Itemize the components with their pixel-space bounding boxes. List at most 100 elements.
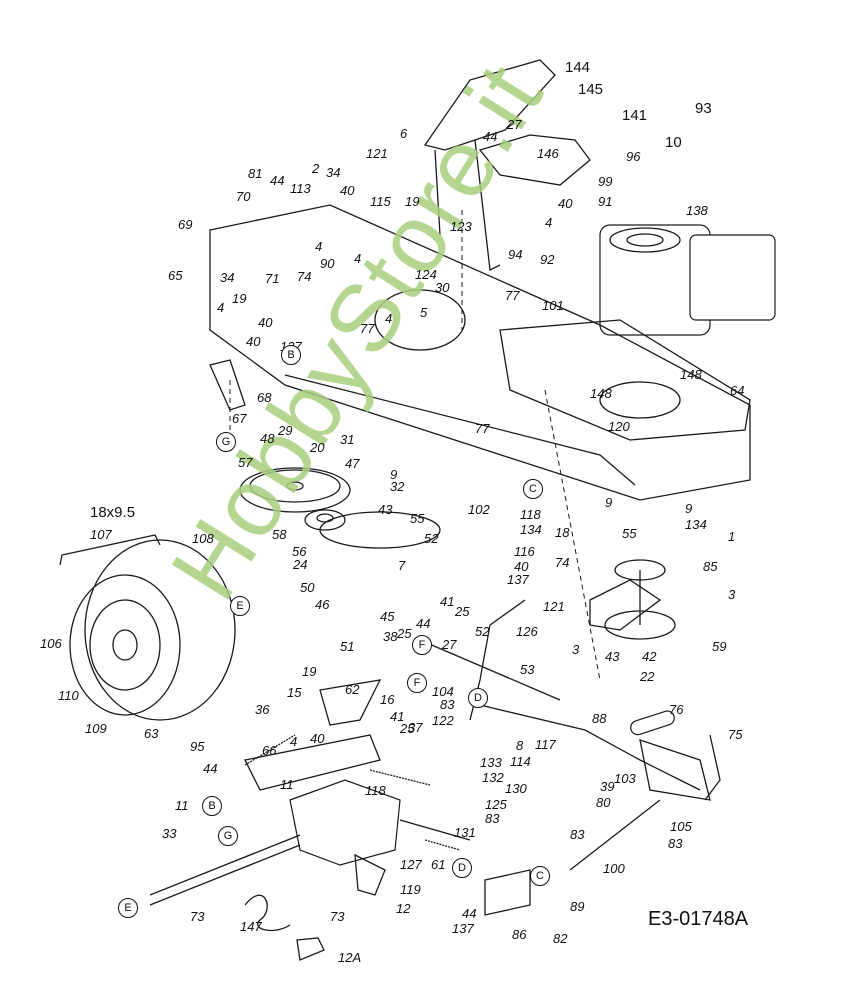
part-label-19a: 19 <box>405 194 420 209</box>
hitch-spring <box>244 894 291 932</box>
part-label-63: 63 <box>144 726 159 741</box>
engine-plate-hole <box>599 381 681 419</box>
part-label-3a: 3 <box>728 587 736 602</box>
part-label-100: 100 <box>603 861 625 876</box>
part-label-113: 113 <box>290 181 311 196</box>
reference-marker-d: D <box>452 858 472 878</box>
part-label-12a: 12A <box>338 950 362 965</box>
tire-size-label: 18x9.5 <box>90 504 136 521</box>
part-label-73a: 73 <box>190 909 205 924</box>
part-label-43b: 43 <box>605 649 620 664</box>
control-rod <box>419 639 561 701</box>
part-label-115: 115 <box>370 194 391 209</box>
part-label-81: 81 <box>248 166 263 181</box>
part-label-96: 96 <box>626 149 641 164</box>
part-label-99: 99 <box>598 174 613 189</box>
part-label-77c: 77 <box>475 421 490 436</box>
part-label-133: 133 <box>480 755 502 770</box>
part-label-41a: 41 <box>440 594 455 609</box>
spring <box>424 839 461 851</box>
pulley-bracket <box>589 579 662 631</box>
part-label-65: 65 <box>168 268 183 283</box>
part-label-123: 123 <box>450 219 472 234</box>
part-label-86: 86 <box>512 927 527 942</box>
part-label-101: 101 <box>542 298 564 313</box>
part-label-67: 67 <box>232 411 247 426</box>
part-label-77a: 77 <box>505 288 520 303</box>
part-label-94: 94 <box>508 247 523 262</box>
part-label-44d: 44 <box>203 761 218 776</box>
part-label-83c: 83 <box>668 836 683 851</box>
part-label-4a: 4 <box>545 215 553 230</box>
part-label-121a: 121 <box>366 146 388 161</box>
shift-rod <box>479 704 701 791</box>
belt-guard <box>354 853 386 896</box>
part-label-40f: 40 <box>310 731 325 746</box>
part-label-16: 16 <box>380 692 395 707</box>
part-label-57: 57 <box>238 455 253 470</box>
part-label-130: 130 <box>505 781 527 796</box>
reference-marker-b: B <box>202 796 222 816</box>
part-label-126: 126 <box>516 624 538 639</box>
part-label-52a: 52 <box>424 531 439 546</box>
spring <box>244 734 296 766</box>
part-label-68: 68 <box>257 390 272 405</box>
part-label-9a: 9 <box>390 467 398 482</box>
part-label-22: 22 <box>640 669 655 684</box>
part-label-55b: 55 <box>622 526 637 541</box>
reference-marker-g: G <box>218 826 238 846</box>
part-label-52b: 52 <box>475 624 490 639</box>
part-label-42: 42 <box>642 649 657 664</box>
part-label-37: 37 <box>408 720 423 735</box>
part-label-7: 7 <box>398 558 406 573</box>
transaxle <box>149 779 471 906</box>
part-label-66: 66 <box>262 743 277 758</box>
part-label-44e: 44 <box>462 906 477 921</box>
part-label-144: 144 <box>565 59 591 76</box>
idler-arm <box>319 679 382 726</box>
reference-marker-f: F <box>407 673 427 693</box>
part-label-4d: 4 <box>217 300 225 315</box>
part-label-9c: 9 <box>685 501 693 516</box>
part-label-110: 110 <box>58 688 79 703</box>
part-label-56: 56 <box>292 544 307 559</box>
part-label-4c: 4 <box>315 239 323 254</box>
main-frame <box>209 204 751 501</box>
frame-rail <box>284 374 636 486</box>
reference-marker-f: F <box>412 635 432 655</box>
part-label-27b: 27 <box>442 637 457 652</box>
part-label-106: 106 <box>40 636 62 651</box>
reference-marker-d: D <box>468 688 488 708</box>
throttle-bracket <box>478 134 591 186</box>
part-label-10: 10 <box>665 134 682 151</box>
part-label-25a: 25 <box>455 604 470 619</box>
part-label-18: 18 <box>555 525 570 540</box>
part-label-146: 146 <box>537 146 559 161</box>
mount-plate <box>244 734 381 791</box>
part-label-104: 104 <box>432 684 454 699</box>
part-label-1: 1 <box>728 529 736 544</box>
part-label-85: 85 <box>703 559 718 574</box>
part-label-134b: 134 <box>685 517 707 532</box>
part-label-32: 32 <box>390 479 405 494</box>
diagram-code: E3-01748A <box>648 908 749 930</box>
part-label-108: 108 <box>192 531 214 546</box>
tire-bracket <box>59 534 161 566</box>
part-label-12: 12 <box>396 901 411 916</box>
part-label-46: 46 <box>315 597 330 612</box>
part-label-27a: 27 <box>507 117 522 132</box>
part-label-4e: 4 <box>385 311 393 326</box>
part-label-83b: 83 <box>485 811 500 826</box>
part-label-102: 102 <box>468 502 490 517</box>
part-label-88: 88 <box>592 711 607 726</box>
part-label-25c: 25 <box>400 721 415 736</box>
part-label-116: 116 <box>514 544 535 559</box>
part-label-137b: 137 <box>507 572 529 587</box>
part-label-62: 62 <box>345 682 360 697</box>
part-label-4b: 4 <box>354 251 362 266</box>
part-label-89: 89 <box>570 899 585 914</box>
part-label-75: 75 <box>728 727 743 742</box>
part-label-145: 145 <box>578 81 604 98</box>
part-label-11a: 11 <box>175 798 189 813</box>
part-label-53: 53 <box>520 662 535 677</box>
